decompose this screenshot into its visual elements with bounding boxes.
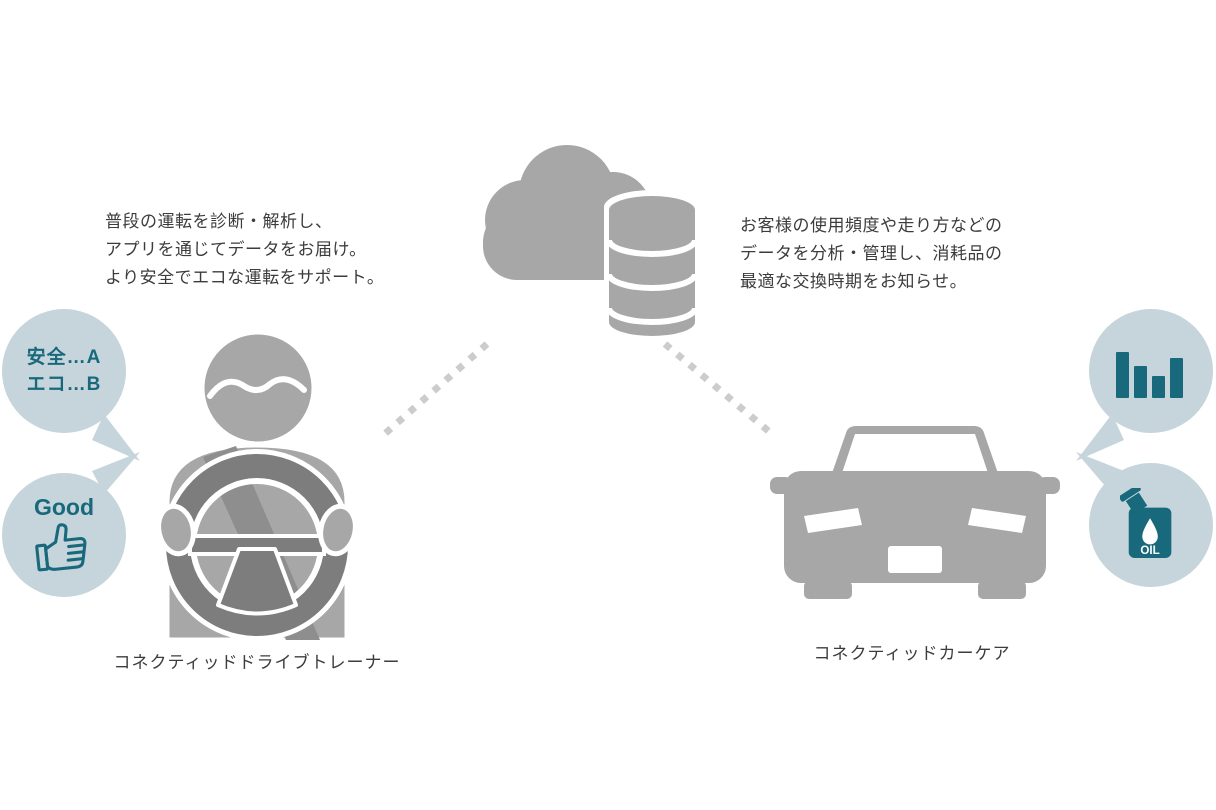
database-icon	[604, 190, 700, 338]
car-windshield	[842, 434, 988, 473]
caption-car-care: コネクティッドカーケア	[813, 644, 1011, 663]
bubble-tail	[1076, 414, 1124, 461]
oil-label: OIL	[1140, 544, 1159, 557]
driver-head	[199, 330, 317, 447]
caption-drive-trainer: コネクティッドドライブトレーナー	[113, 653, 401, 672]
bar-chart-icon	[1116, 352, 1183, 398]
right-description-line: お客様の使用頻度や走り方などの	[740, 216, 1003, 235]
thumbs-up-icon	[35, 523, 87, 572]
right-description-line: データを分析・管理し、消耗品の	[740, 244, 1003, 263]
left-description-line: より安全でエコな運転をサポート。	[105, 268, 385, 287]
car-license-plate	[888, 546, 942, 573]
car-icon	[770, 426, 1060, 599]
left-description-line: 普段の運転を診断・解析し、	[105, 212, 333, 231]
left-description-line: アプリを通じてデータをお届け。	[105, 240, 367, 259]
dotted-line-left	[377, 341, 490, 441]
speech-bubble-score: 安全…A エコ…B	[2, 309, 126, 433]
speech-bubble-usage	[1089, 309, 1213, 433]
speech-bubble-oil: OIL	[1089, 463, 1213, 587]
dotted-line-right	[662, 341, 775, 437]
car-wheel-left	[804, 581, 852, 599]
car-body	[784, 471, 1046, 583]
car-wheel-right	[978, 581, 1026, 599]
oil-drop	[1142, 518, 1158, 545]
bubble-tail	[92, 452, 140, 494]
good-label: Good	[33, 494, 95, 520]
bubble-tail	[92, 414, 140, 461]
oil-can-icon: OIL	[1120, 488, 1172, 558]
eco-score-text: エコ…B	[26, 374, 102, 395]
cloud-database-icon	[483, 145, 700, 338]
driver-hands	[156, 503, 358, 557]
safety-score-text: 安全…A	[26, 347, 102, 368]
car-headlight-right	[968, 508, 1026, 533]
speech-bubble-good: Good	[2, 473, 126, 597]
right-description: お客様の使用頻度や走り方などの データを分析・管理し、消耗品の 最適な交換時期を…	[740, 212, 1070, 296]
right-description-line: 最適な交換時期をお知らせ。	[740, 272, 968, 291]
car-headlight-left	[804, 508, 862, 533]
driver-icon	[156, 330, 358, 643]
left-description: 普段の運転を診断・解析し、 アプリを通じてデータをお届け。 より安全でエコな運転…	[105, 208, 435, 292]
